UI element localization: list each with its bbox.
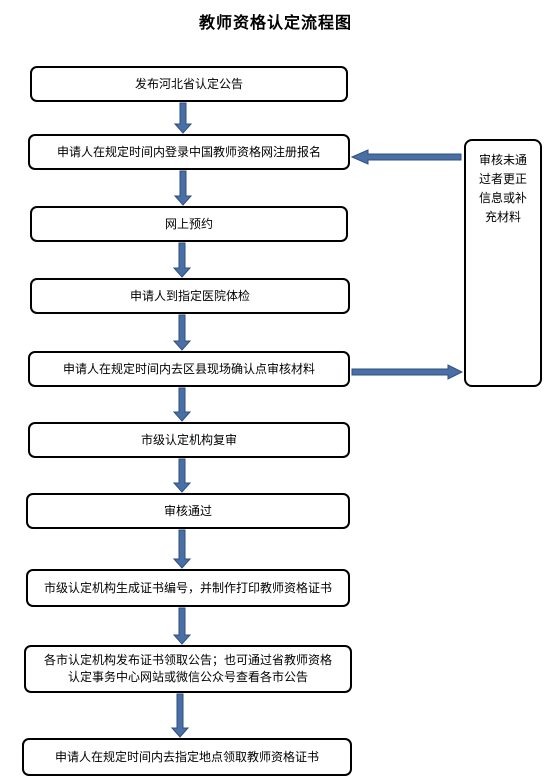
step-label: 申请人在规定时间内去区县现场确认点审核材料 <box>62 361 315 376</box>
step-label: 审核通过 <box>163 503 212 518</box>
step-label-line2: 认定事务中心网站或微信公众号查看各市公告 <box>67 670 308 684</box>
step-label: 市级认定机构生成证书编号，并制作打印教师资格证书 <box>43 580 332 595</box>
down-arrow-icon <box>172 387 192 422</box>
side-note-box: 审核未通过者更正信息或补充材料 <box>464 139 542 387</box>
down-arrow-icon <box>173 102 193 134</box>
down-arrow-icon <box>170 693 190 738</box>
step-label-line1: 各市认定机构发布证书领取公告；也可通过省教师资格 <box>43 653 332 667</box>
step-city-recheck: 市级认定机构复审 <box>28 422 350 458</box>
down-arrow-icon <box>173 170 193 206</box>
step-publish-announcement: 发布河北省认定公告 <box>30 66 348 102</box>
step-medical-exam: 申请人到指定医院体检 <box>30 278 350 314</box>
step-label: 申请人在规定时间内登录中国教师资格网注册报名 <box>56 144 321 159</box>
step-online-registration: 申请人在规定时间内登录中国教师资格网注册报名 <box>28 134 350 170</box>
step-online-appointment: 网上预约 <box>30 206 348 242</box>
right-arrow-icon <box>351 364 464 380</box>
step-label: 网上预约 <box>164 216 213 231</box>
down-arrow-icon <box>172 529 192 569</box>
down-arrow-icon <box>172 314 192 351</box>
step-onsite-review: 申请人在规定时间内去区县现场确认点审核材料 <box>28 351 350 387</box>
step-label: 申请人到指定医院体检 <box>129 288 250 303</box>
down-arrow-icon <box>172 458 192 493</box>
step-collection-announcement: 各市认定机构发布证书领取公告；也可通过省教师资格 认定事务中心网站或微信公众号查… <box>24 645 352 693</box>
step-collect-certificate: 申请人在规定时间内去指定地点领取教师资格证书 <box>22 738 352 776</box>
page-title: 教师资格认定流程图 <box>198 13 352 32</box>
down-arrow-icon <box>172 242 192 278</box>
step-label: 市级认定机构复审 <box>140 432 237 447</box>
step-approved: 审核通过 <box>26 493 350 529</box>
down-arrow-icon <box>172 607 192 645</box>
step-print-certificate: 市级认定机构生成证书编号，并制作打印教师资格证书 <box>26 569 350 607</box>
left-arrow-icon <box>350 149 462 165</box>
step-label: 申请人在规定时间内去指定地点领取教师资格证书 <box>54 749 319 764</box>
side-note-label: 审核未通过者更正信息或补充材料 <box>478 153 527 224</box>
step-label: 发布河北省认定公告 <box>134 76 243 91</box>
